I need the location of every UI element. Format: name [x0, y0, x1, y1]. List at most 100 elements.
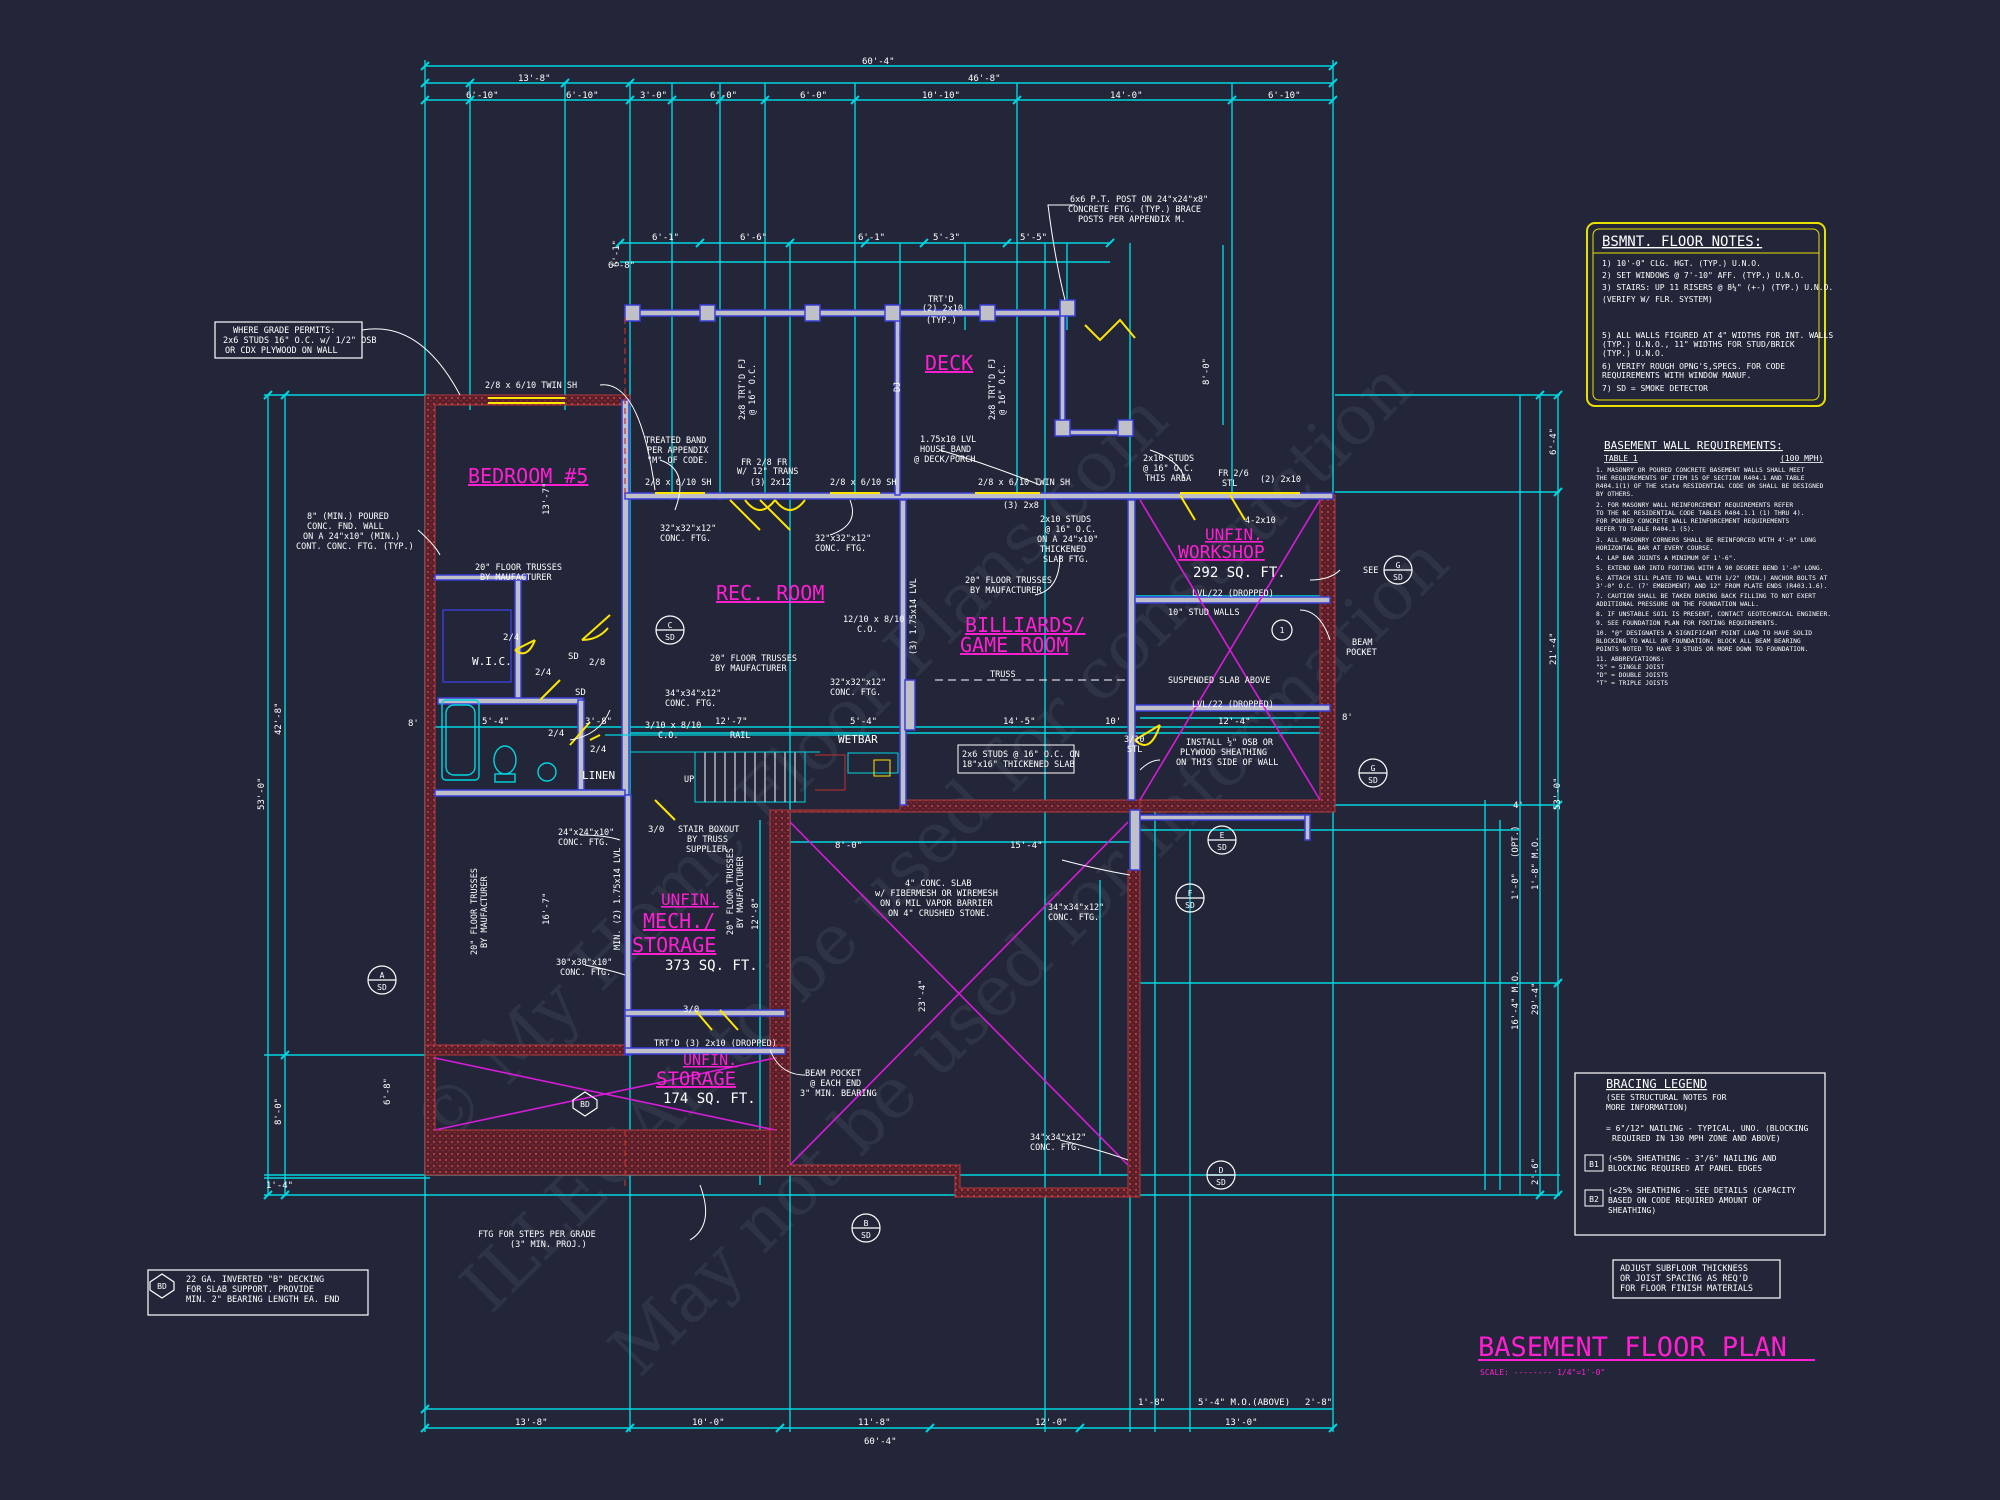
- dim-interior-j: 16'-7": [542, 892, 552, 925]
- note-sh-c: 2/8 x 6/10 TWIN SH: [978, 478, 1070, 488]
- wall-req-6: FOR POURED CONCRETE WALL REINFORCEMENT R…: [1596, 518, 1790, 525]
- dim-right-2: 21'-4": [1549, 632, 1559, 665]
- note-trtd-2: (TYP.): [926, 316, 957, 326]
- note-decking-0: 22 GA. INVERTED "B" DECKING: [186, 1275, 324, 1285]
- note-conc-slab-1: w/ FIBERMESH OR WIREMESH: [875, 889, 998, 899]
- note-ftg32a-1: CONC. FTG.: [660, 534, 711, 544]
- dim-interior-i: 12'-4": [1218, 717, 1251, 727]
- note-poured-0: 8" (MIN.) POURED: [307, 512, 389, 522]
- note-2x8: (3) 2x8: [1003, 501, 1039, 511]
- dim-right-3: 29'-4": [1531, 982, 1541, 1015]
- dim-mo-above: 5'-4" M.O.(ABOVE): [1198, 1398, 1290, 1408]
- bracing-sub-0: (SEE STRUCTURAL NOTES FOR: [1606, 1093, 1727, 1102]
- wall-req-14: 7. CAUTION SHALL BE TAKEN DURING BACK FI…: [1596, 593, 1816, 600]
- note-truss-mech-b-1: BY MAUFACTURER: [736, 855, 746, 928]
- wall-req-title: BASEMENT WALL REQUIREMENTS:: [1604, 439, 1783, 452]
- note-stud-bil-0: 2x10 STUDS: [1040, 515, 1091, 525]
- room-label-mech-3: STORAGE: [632, 933, 716, 957]
- note-stud-walls: 10" STUD WALLS: [1168, 608, 1240, 618]
- dim-bottom-small-1: 2'-8": [1305, 1398, 1332, 1408]
- note-see: SEE: [1363, 566, 1378, 576]
- workshop-area: 292 SQ. FT.: [1193, 565, 1286, 581]
- dim-deck-1: 6'-6": [740, 233, 767, 243]
- note-truss-mech-b-0: 20" FLOOR TRUSSES: [726, 848, 736, 935]
- dim-interior-e: 14'-5": [1003, 717, 1036, 727]
- note-fr-0: FR 2/8 FR: [741, 458, 788, 468]
- note-thick-slab-0: 2x6 STUDS @ 16" O.C. ON: [962, 750, 1080, 760]
- note-susp-slab: SUSPENDED SLAB ABOVE: [1168, 676, 1270, 686]
- bracing-title: BRACING LEGEND: [1606, 1077, 1707, 1091]
- note-lvl-band-2: @ DECK/PORCH: [914, 455, 975, 465]
- note-ftg32c-1: CONC. FTG.: [830, 688, 881, 698]
- dim-overall-top: 60'-4": [862, 57, 895, 67]
- stair: [630, 751, 899, 803]
- room-label-mech-1: UNFIN.: [661, 890, 719, 909]
- room-label-workshop-2: WORKSHOP: [1178, 542, 1265, 563]
- note-ftg24-1: CONC. FTG.: [558, 838, 609, 848]
- dim-interior-g: 8'-0": [835, 841, 862, 851]
- dim-interior-k: 12'-8": [751, 897, 761, 930]
- storage-area: 174 SQ. FT.: [663, 1091, 756, 1107]
- room-label-deck: DECK: [925, 351, 973, 375]
- dim-deck-3: 5'-3": [933, 233, 960, 243]
- note-dropped-a: LVL/22 (DROPPED): [1192, 589, 1274, 599]
- note-fr-1: W/ 12" TRANS: [737, 467, 798, 477]
- section-g1-sheet: SD: [1393, 573, 1403, 582]
- dim-row3-2: 3'-0": [640, 91, 667, 101]
- room-label-rec-room: REC. ROOM: [716, 581, 824, 605]
- note-treated-0: TREATED BAND: [645, 436, 706, 446]
- dim-interior-l: 23'-4": [918, 979, 928, 1012]
- note-sh-a: 2/8 x 6/10 SH: [645, 478, 712, 488]
- note-ftg34c-0: 34"x34"x12": [1030, 1133, 1086, 1143]
- wall-req-10: 4. LAP BAR JOINTS A MINIMUM OF 1'-6".: [1596, 555, 1736, 562]
- note-post-0: 6x6 P.T. POST ON 24"x24"x8": [1070, 195, 1208, 205]
- door-label-bath-b: 2/4: [548, 729, 564, 739]
- wall-req-5: TO THE NC RESIDENTIAL CODE TABLES R404.1…: [1596, 510, 1805, 517]
- note-truss-mech-a-0: 20" FLOOR TRUSSES: [470, 868, 480, 955]
- note-ftg34b-0: 34"x34"x12": [1048, 903, 1104, 913]
- dim-left-4: 6'-8": [383, 1078, 393, 1105]
- note-grade-0: WHERE GRADE PERMITS:: [233, 326, 335, 336]
- note-stl-1: STL: [1127, 745, 1142, 755]
- note-joist-left-1: @ 16" O.C.: [748, 364, 758, 415]
- wall-req-22: "S" = SINGLE JOIST: [1596, 664, 1664, 671]
- section-d-letter: D: [1219, 1166, 1224, 1175]
- dim-right-opt: (OPT.): [1511, 825, 1521, 858]
- note-lvl-band-1: HOUSE BAND: [920, 445, 971, 455]
- dimension-lines: [264, 60, 1560, 1432]
- dim-row3-0: 6'-10": [466, 91, 499, 101]
- note-lvl-mech: MIN. (2) 1.75x14 LVL: [613, 848, 623, 950]
- note-poured-3: CONT. CONC. FTG. (TYP.): [296, 542, 414, 552]
- watermark: © My Home Floor Plans.com ILLEGAL to be …: [395, 345, 1464, 1391]
- dim-overall-bottom: 60'-4": [864, 1437, 897, 1447]
- wall-req-19: BLOCKING TO WALL OR FOUNDATION. BLOCK AL…: [1596, 638, 1801, 645]
- note-stair-2: SUPPLIER: [686, 845, 728, 855]
- door-label-sd: SD: [568, 652, 579, 662]
- section-f-letter: F: [1188, 889, 1193, 898]
- wall-req-18: 10. "@" DESIGNATES A SIGNIFICANT POINT L…: [1596, 630, 1812, 637]
- note-trtd-1: (2) 2x10: [922, 304, 963, 314]
- room-label-wic: W.I.C.: [472, 655, 512, 668]
- note-conc-slab-0: 4" CONC. SLAB: [905, 879, 972, 889]
- dim-interior-h: 15'-4": [1010, 841, 1043, 851]
- note-adjust-0: ADJUST SUBFLOOR THICKNESS: [1620, 1264, 1748, 1274]
- note-beam-pocket-2: 3" MIN. BEARING: [800, 1089, 877, 1099]
- dim-row3-4: 6'-0": [800, 91, 827, 101]
- leader-lines: [361, 204, 1341, 1241]
- dim-right-overall: 53'-0": [1553, 777, 1563, 810]
- wall-req-12: 6. ATTACH SILL PLATE TO WALL WITH 1/2" (…: [1596, 575, 1827, 582]
- dim-right-4: 16'-4" M.O.: [1511, 970, 1521, 1030]
- dim-interior-o: 8': [1342, 713, 1353, 723]
- bd-marker-legend: BD: [157, 1282, 167, 1291]
- door-label-bath-a: 2/4: [535, 668, 551, 678]
- note-fr-stl-1: STL: [1222, 479, 1237, 489]
- note-osb-0: INSTALL ½" OSB OR: [1186, 737, 1274, 748]
- bd-marker: BD: [580, 1100, 590, 1109]
- dim-bottom-4: 13'-0": [1225, 1418, 1258, 1428]
- note-lvl-vertical: (3) 1.75x14 LVL: [909, 578, 919, 655]
- note-joist-right-1: @ 16" O.C.: [998, 364, 1008, 415]
- dim-bottom-1: 10'-0": [692, 1418, 725, 1428]
- note-ftg24-0: 24"x24"x10": [558, 828, 614, 838]
- door-label-wic: 2/4: [503, 633, 519, 643]
- dim-bottom-0: 13'-8": [515, 1418, 548, 1428]
